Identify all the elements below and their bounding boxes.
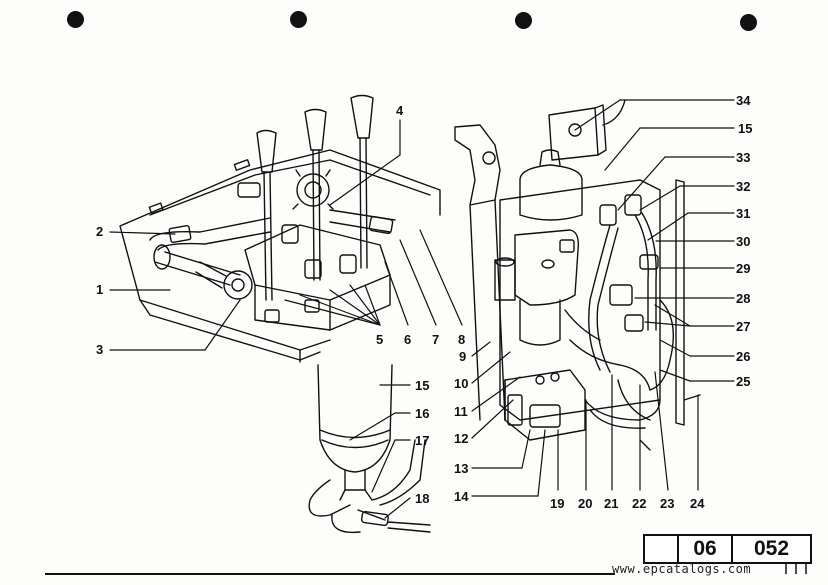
pump-bracket-assembly-drawing [454,99,701,451]
callout-16: 16 [415,406,430,421]
page-number: 052 [753,537,790,560]
filter-bowl-drawing [308,364,431,534]
watermark-text: www.epcatalogs.com [612,562,752,576]
callout-2: 2 [96,224,104,239]
callout-5: 5 [376,332,384,347]
callout-30: 30 [736,234,751,249]
control-valve-assembly-drawing [119,94,441,363]
callout-14: 14 [454,489,469,504]
callout-18: 18 [415,491,430,506]
callout-21: 21 [604,496,619,511]
callout-33: 33 [736,150,751,165]
callout-24: 24 [690,496,705,511]
ref-tick-marks [785,562,807,574]
section-number: 06 [679,536,733,562]
callout-12: 12 [454,431,469,446]
callout-17: 17 [415,433,430,448]
callout-4: 4 [396,103,404,118]
binder-hole [515,12,532,29]
callout-15: 15 [738,121,753,136]
lever-2 [304,108,327,281]
callout-3: 3 [96,342,104,357]
callout-28: 28 [736,291,751,306]
callout-34: 34 [736,93,751,108]
callout-11: 11 [454,404,468,419]
callout-13: 13 [454,461,469,476]
callout-20: 20 [578,496,593,511]
leader-lines [109,99,735,519]
callout-1: 1 [96,282,104,297]
ref-corner-mark [645,536,679,562]
callout-7: 7 [432,332,440,347]
callout-29: 29 [736,261,751,276]
callout-6: 6 [404,332,412,347]
binder-hole [67,11,84,28]
callout-9: 9 [459,349,467,364]
callout-26: 26 [736,349,751,364]
callout-22: 22 [632,496,647,511]
callout-32: 32 [736,179,751,194]
callout-19: 19 [550,496,565,511]
callout-10: 10 [454,376,469,391]
binder-hole [740,14,757,31]
bottom-rule [45,573,615,575]
callout-8: 8 [458,332,466,347]
lever-3 [350,94,374,269]
callout-23: 23 [660,496,675,511]
callout-27: 27 [736,319,751,334]
page-reference-box: 06 052 [643,534,812,564]
callout-15-filter: 15 [415,378,430,393]
binder-hole [290,11,307,28]
callout-25: 25 [736,374,751,389]
lever-1 [256,129,277,301]
callout-31: 31 [736,206,751,221]
